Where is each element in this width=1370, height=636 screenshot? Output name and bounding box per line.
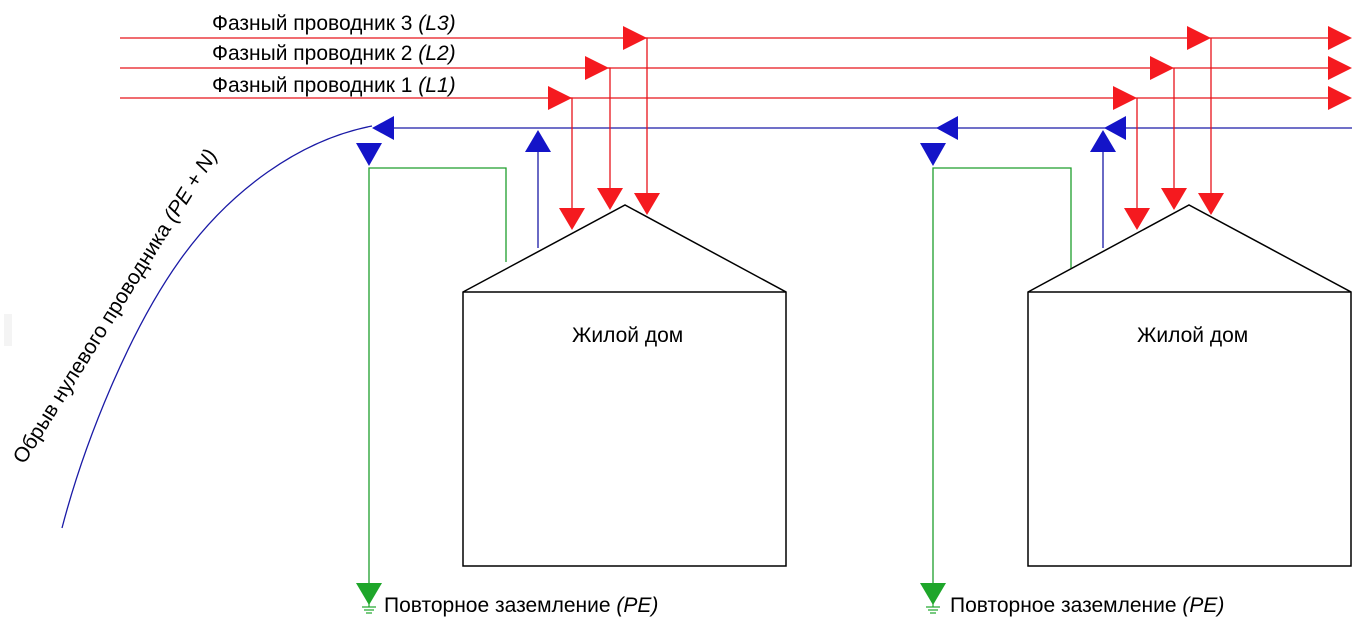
drop-l1 <box>570 97 573 210</box>
phase-label-l3: Фазный проводник 3 (L3) <box>212 12 456 35</box>
grounding-label: Повторное заземление (PE) <box>384 594 658 617</box>
house-1-phase-drops <box>548 26 660 230</box>
house-label: Жилой дом <box>572 324 683 347</box>
arrow-down-icon <box>1124 208 1150 230</box>
arrow-right-icon <box>1150 56 1174 80</box>
arrow-up-icon <box>1090 130 1116 152</box>
arrow-right-icon <box>623 26 647 50</box>
phase-label-l2: Фазный проводник 2 (L2) <box>212 42 456 65</box>
arrow-down-icon <box>634 193 660 215</box>
arrow-down-icon <box>1198 193 1224 215</box>
arrow-down-icon <box>920 583 946 605</box>
ground-wire <box>932 167 1072 585</box>
ground-icon <box>926 603 940 614</box>
broken-neutral-curve <box>61 125 373 529</box>
ground-wire <box>368 167 507 585</box>
phase-label-l1: Фазный проводник 1 (L1) <box>212 74 456 97</box>
house-outline <box>1027 204 1352 567</box>
drop-l2 <box>608 67 611 190</box>
drop-l3 <box>645 37 648 195</box>
arrow-down-icon <box>356 583 382 605</box>
edge-mark <box>4 314 12 346</box>
arrow-down-icon <box>559 208 585 230</box>
arrow-right-icon <box>1328 56 1352 80</box>
house-2-neutral: Повторное заземление (PE) <box>920 116 1224 617</box>
house-2: Жилой дом <box>1027 204 1352 567</box>
arrow-right-icon <box>1113 86 1137 110</box>
ground-icon <box>362 603 376 614</box>
arrow-down-icon <box>1161 188 1187 210</box>
arrow-down-icon <box>356 143 382 166</box>
arrow-left-icon <box>372 116 394 140</box>
house-1: Жилой дом <box>462 204 787 567</box>
house-1-neutral: Повторное заземление (PE) <box>356 116 658 617</box>
arrow-right-icon <box>585 56 609 80</box>
arrow-left-icon <box>1104 116 1126 140</box>
break-label: Обрыв нулевого проводника (PE + N) <box>9 145 222 467</box>
arrow-right-icon <box>1187 26 1211 50</box>
house-label: Жилой дом <box>1137 324 1248 347</box>
arrow-left-icon <box>936 116 958 140</box>
arrow-right-icon <box>1328 26 1352 50</box>
arrow-down-icon <box>920 143 946 166</box>
house-2-phase-drops <box>1113 26 1352 230</box>
house-outline <box>462 204 787 567</box>
arrow-right-icon <box>548 86 572 110</box>
arrow-up-icon <box>525 130 551 152</box>
grounding-label: Повторное заземление (PE) <box>950 594 1224 617</box>
arrow-down-icon <box>597 188 623 210</box>
arrow-right-icon <box>1328 86 1352 110</box>
